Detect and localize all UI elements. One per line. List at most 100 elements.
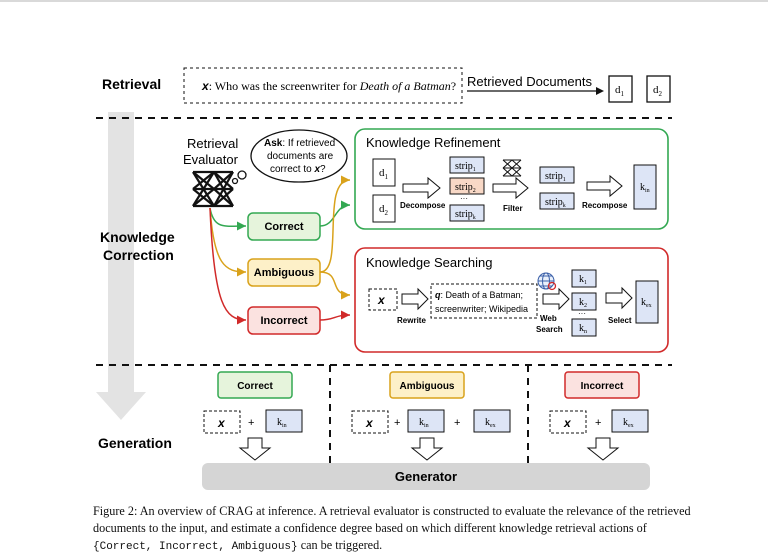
k-ex-doc	[635, 280, 659, 324]
svg-text:+: +	[394, 417, 400, 429]
query-box	[183, 67, 463, 104]
evaluator-network-icon	[192, 170, 234, 208]
gen-ambiguous-kex	[473, 409, 511, 433]
decompose-arrow	[402, 176, 441, 200]
svg-text:k1: k1	[579, 274, 587, 286]
search-input-x	[368, 288, 398, 311]
strip-2	[449, 177, 485, 195]
recompose-arrow	[586, 174, 623, 198]
query-text: x: Who was the screenwriter for Death of…	[201, 79, 456, 93]
k-in-doc	[633, 164, 657, 210]
flow-down-arrow	[96, 112, 146, 420]
svg-text:Correct: Correct	[264, 221, 303, 233]
svg-text:Ambiguous: Ambiguous	[254, 267, 315, 279]
gen-correct-label	[217, 371, 293, 399]
svg-text:···: ···	[578, 309, 586, 318]
ref-doc-d1	[372, 158, 396, 187]
refinement-panel	[354, 128, 669, 230]
svg-text:x: x	[365, 416, 374, 430]
svg-text:Recompose: Recompose	[582, 201, 628, 210]
svg-text:Rewrite: Rewrite	[397, 316, 426, 325]
svg-text:kin: kin	[277, 417, 287, 429]
stage-generation: Generation	[98, 435, 172, 451]
doc-d2	[646, 75, 671, 103]
svg-text:stripk: stripk	[455, 209, 476, 221]
strip-1-kept	[539, 166, 575, 184]
ask-line-2: documents are	[267, 151, 334, 162]
ref-doc-d2	[372, 194, 396, 223]
svg-text:kn: kn	[579, 323, 587, 335]
filter-arrow	[492, 176, 529, 200]
gen-ambiguous-x	[351, 410, 389, 434]
kn-doc	[571, 318, 597, 337]
strip-k	[449, 204, 485, 222]
svg-text:d2: d2	[379, 203, 389, 217]
gen-correct-kin	[265, 409, 303, 433]
svg-text:+: +	[248, 417, 254, 429]
strip-k-kept	[539, 192, 575, 210]
web-search-arrow	[542, 287, 570, 311]
top-border	[0, 0, 768, 2]
svg-text:···: ···	[460, 194, 468, 203]
gen-incorrect-label	[564, 371, 640, 399]
stage-correction-1: Knowledge	[100, 229, 175, 245]
gen-ambiguous-arrow	[410, 437, 444, 461]
svg-text:strip2: strip2	[455, 182, 476, 194]
searching-title: Knowledge Searching	[366, 255, 492, 270]
retrieved-docs-label: Retrieved Documents	[467, 74, 592, 89]
rewrite-arrow	[401, 287, 429, 311]
doc-d1	[608, 75, 633, 103]
svg-text:d1: d1	[615, 84, 625, 98]
svg-text:k2: k2	[579, 297, 587, 309]
svg-text:Search: Search	[536, 325, 563, 334]
rewritten-query	[430, 283, 538, 319]
globe-icon	[537, 272, 555, 290]
select-arrow	[605, 286, 633, 310]
k2-doc	[571, 292, 597, 311]
svg-text:stripk: stripk	[545, 197, 566, 209]
thought-cloud	[231, 129, 348, 185]
evaluator-label-2: Evaluator	[183, 152, 239, 167]
generator-bar	[202, 463, 650, 490]
svg-text:Correct: Correct	[237, 381, 273, 392]
svg-text:strip1: strip1	[545, 171, 566, 183]
crag-diagram: Retrieval Knowledge Correction Generatio…	[96, 67, 672, 490]
svg-text:d1: d1	[379, 167, 389, 181]
gen-incorrect-x	[549, 410, 587, 434]
stage-correction-2: Correction	[103, 247, 174, 263]
ask-line-1: Ask: If retrieved	[264, 138, 335, 149]
gen-ambiguous-kin	[407, 409, 445, 433]
gen-incorrect-kex	[611, 409, 649, 433]
query-line-2: screenwriter; Wikipedia	[435, 304, 528, 314]
gen-ambiguous-label	[389, 371, 465, 399]
gen-incorrect-arrow	[586, 437, 620, 461]
caption-part-2: can be triggered.	[297, 538, 383, 552]
svg-text:kex: kex	[485, 417, 496, 429]
svg-text:strip1: strip1	[455, 161, 476, 173]
svg-text:kin: kin	[640, 182, 650, 194]
ask-line-3: correct to x?	[270, 164, 326, 175]
query-line-1: q: Death of a Batman;	[435, 290, 523, 300]
svg-text:x: x	[217, 416, 226, 430]
strip-1	[449, 156, 485, 174]
svg-text:kex: kex	[623, 417, 634, 429]
k1-doc	[571, 269, 597, 288]
caption-code: {Correct, Incorrect, Ambiguous}	[93, 541, 298, 553]
svg-text:+: +	[595, 417, 601, 429]
evaluator-label-1: Retrieval	[187, 136, 238, 151]
svg-text:Incorrect: Incorrect	[260, 315, 307, 327]
magnifier-icon	[547, 281, 557, 291]
svg-text:d2: d2	[653, 84, 663, 98]
svg-text:Web: Web	[540, 314, 557, 323]
svg-text:x: x	[377, 293, 386, 307]
generator-label: Generator	[395, 469, 457, 484]
gen-correct-x	[203, 410, 241, 434]
svg-text:Decompose: Decompose	[400, 201, 446, 210]
figure-caption: Figure 2: An overview of CRAG at inferen…	[93, 503, 693, 556]
filter-network-icon	[502, 159, 522, 177]
stage-retrieval: Retrieval	[102, 76, 161, 92]
svg-text:kin: kin	[419, 417, 429, 429]
gen-correct-arrow	[238, 437, 272, 461]
svg-text:+: +	[454, 417, 460, 429]
caption-part-1: Figure 2: An overview of CRAG at inferen…	[93, 504, 691, 535]
